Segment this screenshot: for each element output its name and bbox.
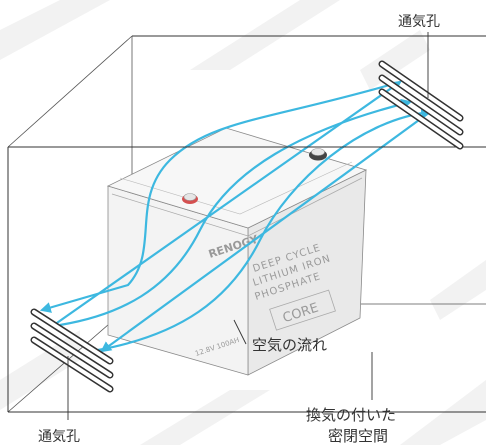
battery-terminal-negative xyxy=(182,193,198,204)
vent-top-right xyxy=(378,60,464,150)
battery-terminal-positive xyxy=(309,148,327,161)
airflow-line-5 xyxy=(100,111,431,353)
airflow-line-3 xyxy=(59,98,413,327)
leader-lines xyxy=(67,32,429,420)
label-enclosure-line2: 密閉空間 xyxy=(328,427,388,445)
airflow-lines xyxy=(39,80,433,353)
label-enclosure-line1: 換気の付いた xyxy=(306,406,396,424)
label-vent-bottom: 通気孔 xyxy=(38,429,80,445)
enclosure-front-edges xyxy=(7,35,486,413)
airflow-line-1 xyxy=(39,80,401,313)
airflow-line-4 xyxy=(97,107,433,352)
vent-bottom-left xyxy=(30,308,114,393)
label-airflow: 空気の流れ xyxy=(252,336,327,354)
label-vent-top: 通気孔 xyxy=(398,14,440,30)
battery: RENOGY DEEP CYCLE LITHIUM IRON PHOSPHATE… xyxy=(106,127,368,376)
